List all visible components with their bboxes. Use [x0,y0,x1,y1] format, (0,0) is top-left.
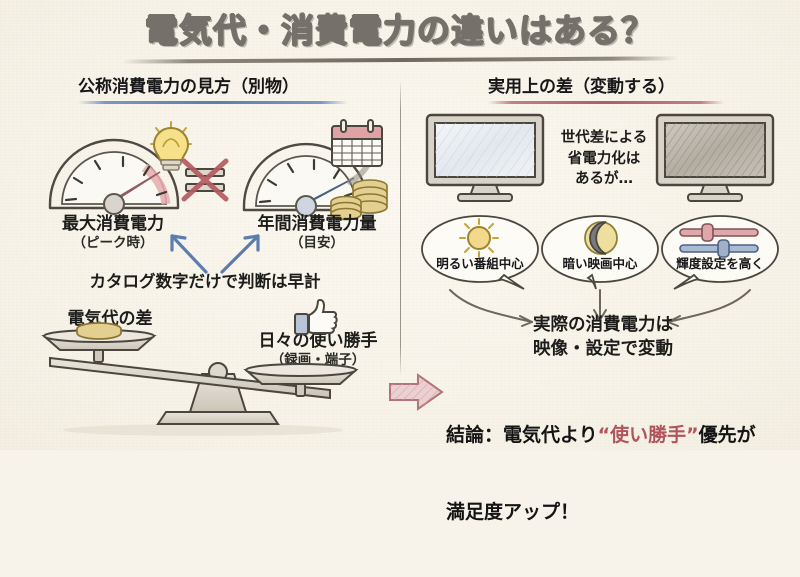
infographic-canvas: 電気代・消費電力の違いはある？ 公称消費電力の見方（別物） 実用上の差（変動する… [0,0,800,523]
conclusion-text: 結論：電気代より“使い勝手”優先が 満足度アップ！ [446,372,798,577]
conclusion-suffix: 優先が [698,424,756,447]
diverging-arrows-icon [160,228,275,276]
left-heading-underline [78,101,348,104]
catalog-caution-text: カタログ数字だけで判断は早計 [89,272,321,291]
bubble-brightness-up-label: 輝度設定を高く [676,256,764,271]
conclusion-line-1: 結論：電気代より“使い勝手”優先が [446,423,798,449]
tv-note-text: 世代差による 省電力化は あるが… [560,130,648,188]
panel-divider [400,80,401,376]
peak-power-gauge [40,120,190,215]
lightbulb-icon [148,120,194,174]
calendar-icon [328,118,386,170]
conclusion-highlight: “使い勝手” [597,424,699,447]
scale-right-label: 日々の使い勝手 [258,331,378,351]
bubble-dark-movie [538,213,662,290]
bubble-brightness-up [658,213,782,290]
peak-power-sublabel: （ピーク時） [72,235,154,251]
annual-power-gauge [238,122,388,217]
conclusion-prefix: 結論：電気代より [446,424,598,447]
right-section-heading: 実用上の差（変動する） [488,77,675,97]
tv-bright [424,112,546,204]
annual-power-sublabel: （目安） [290,235,344,251]
tv-dark [654,112,776,204]
bubble-dark-movie-label: 暗い映画中心 [562,256,638,271]
coins-icon [330,176,392,221]
bubble-bright-program [418,213,542,290]
page-title: 電気代・消費電力の違いはある？ [0,11,800,50]
left-section-heading: 公称消費電力の見方（別物） [78,77,299,97]
bubble-bright-program-label: 明るい番組中心 [436,256,524,271]
right-heading-underline [488,101,724,104]
peak-power-label: 最大消費電力 [62,214,164,234]
balance-scale [28,322,388,438]
not-equal-icon [176,155,234,205]
right-result-text: 実際の消費電力は 映像・設定で変動 [533,315,673,360]
right-arrow-icon [388,372,444,412]
annual-power-label: 年間消費電力量 [257,214,377,234]
conclusion-line-2: 満足度アップ！ [446,501,580,524]
converging-arrows-icon [430,288,770,330]
thumbs-up-icon [292,298,338,338]
title-underline [121,56,679,64]
